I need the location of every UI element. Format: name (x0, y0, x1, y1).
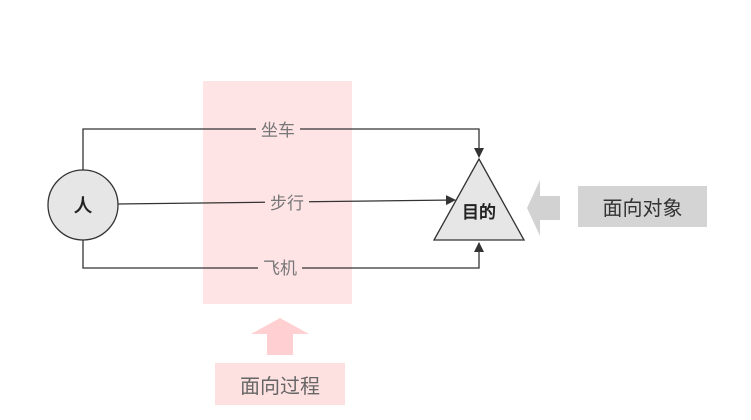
goal-label: 目的 (462, 202, 496, 223)
process-oriented-text: 面向过程 (240, 373, 320, 398)
process-oriented-arrow (251, 318, 309, 355)
route-label-top: 坐车 (261, 121, 295, 141)
goal-node (432, 157, 526, 241)
object-oriented-text: 面向对象 (602, 196, 683, 220)
person-node (47, 169, 119, 241)
route-label-bg-middle (265, 193, 309, 213)
object-oriented-arrow (527, 180, 560, 236)
route-label-bg-top (256, 120, 300, 140)
person-label: 人 (74, 196, 93, 217)
object-oriented-label: 面向对象 (578, 186, 707, 227)
route-label-middle: 步行 (270, 194, 304, 214)
route-label-bottom: 飞机 (263, 259, 297, 279)
route-label-bg-bottom (258, 258, 302, 278)
process-oriented-label: 面向过程 (215, 363, 345, 405)
